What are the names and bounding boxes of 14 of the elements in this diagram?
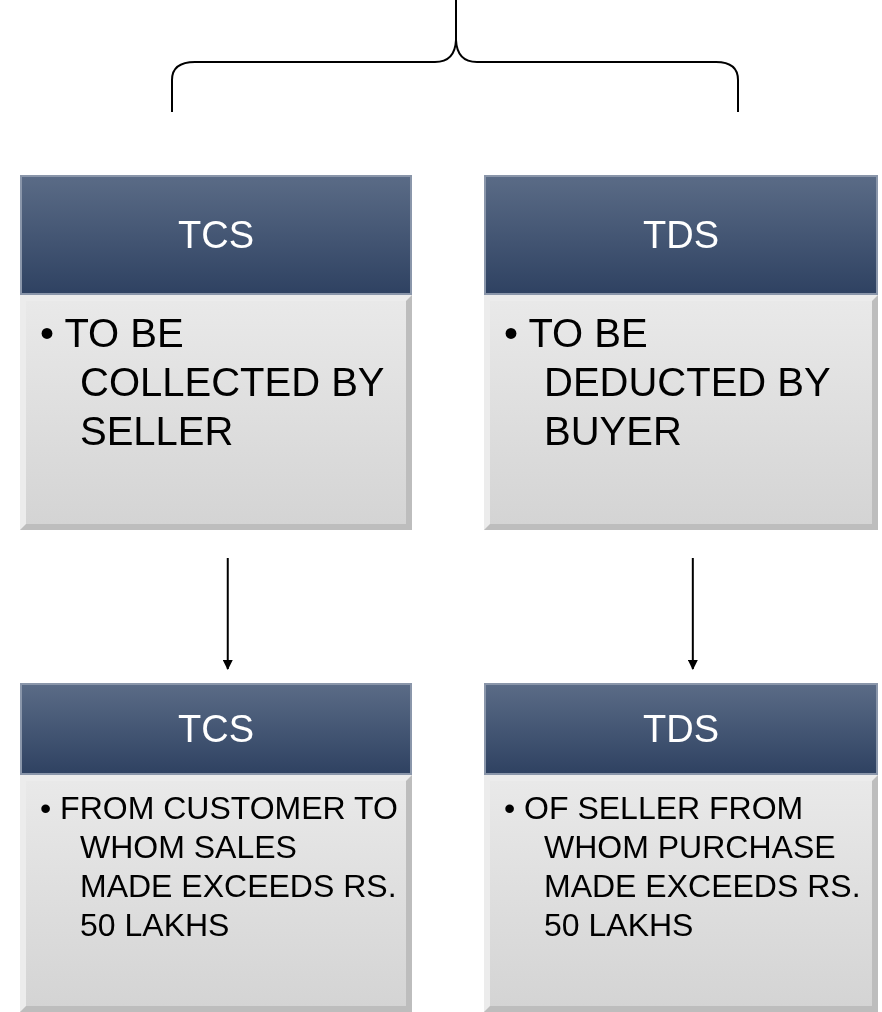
bullet-text: • FROM CUSTOMER TO WHOM SALES MADE EXCEEDS RS. 50 LAKHS [20,775,412,1012]
bullet-text: • TO BE DEDUCTED BY BUYER [484,295,878,530]
arrow [687,557,698,670]
card-title: TCS [20,175,412,295]
card-title: TCS [20,683,412,775]
bullet-text: • TO BE COLLECTED BY SELLER [20,295,412,530]
info-card [484,683,878,1012]
info-card [484,175,878,530]
card-title: TDS [484,683,878,775]
info-card [20,175,412,530]
info-card [20,683,412,1012]
arrow [222,557,233,670]
card-title: TDS [484,175,878,295]
bullet-text: • OF SELLER FROM WHOM PURCHASE MADE EXCEEDS RS. 50 LAKHS [484,775,878,1012]
